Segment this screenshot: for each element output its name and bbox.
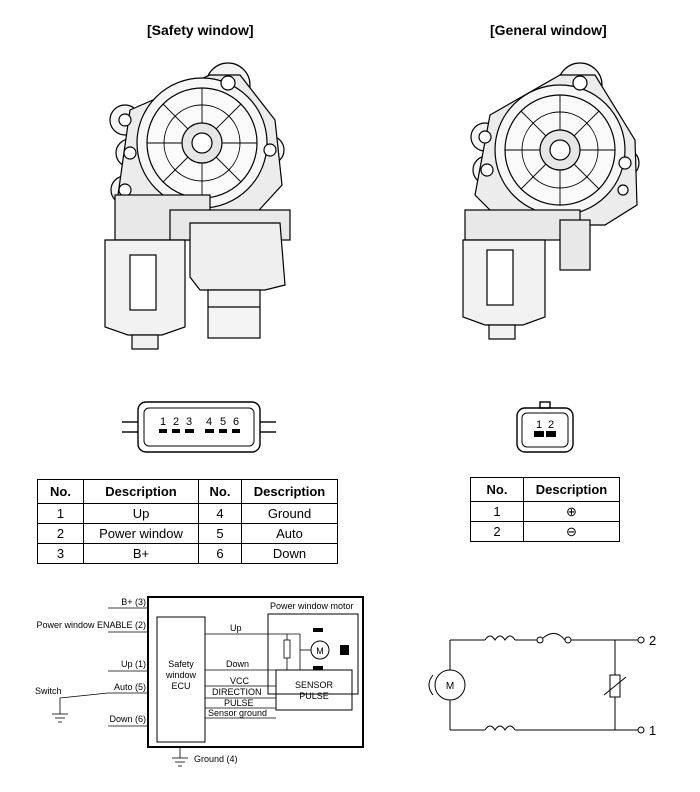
ecu-label-line: ECU <box>171 681 190 691</box>
column-header: No. <box>470 477 524 502</box>
table-row: 3 B+ 6 Down <box>37 543 338 564</box>
table-cell: 5 <box>198 523 242 544</box>
column-header: Description <box>523 477 620 502</box>
signal-label-direction: DIRECTION <box>212 687 262 697</box>
table-row: 2 Power window 5 Auto <box>37 523 338 544</box>
column-header: No. <box>37 479 84 504</box>
connector-pin-label: 2 <box>173 416 179 428</box>
connector-pin-label: 2 <box>548 419 554 431</box>
general-pin-table: No. Description 1 ⊕ 2 ⊖ <box>470 477 620 542</box>
signal-label-vcc: VCC <box>230 676 250 686</box>
table-cell: B+ <box>83 543 199 564</box>
sensor-label-line: PULSE <box>299 691 329 701</box>
terminal-label-1: 1 <box>649 723 656 738</box>
table-cell: 1 <box>37 503 84 524</box>
connector-pin-label: 1 <box>160 416 166 428</box>
input-label-auto: Auto (5) <box>114 682 146 692</box>
motor-symbol: M <box>446 681 454 692</box>
signal-label-up: Up <box>230 623 242 633</box>
table-cell: 3 <box>37 543 84 564</box>
connector-pin-label: 6 <box>233 416 239 428</box>
motor-box-title: Power window motor <box>270 601 354 611</box>
column-header: Description <box>241 479 338 504</box>
signal-label-down: Down <box>226 659 249 669</box>
table-cell: 2 <box>37 523 84 544</box>
motor-symbol: M <box>316 646 324 656</box>
safety-pin-table: No. Description No. Description 1 Up 4 G… <box>37 479 338 564</box>
safety-window-motor-illustration <box>104 62 291 350</box>
connector-pin-label: 1 <box>536 419 542 431</box>
ecu-label-line: window <box>165 670 197 680</box>
table-row: 2 ⊖ <box>470 521 620 542</box>
table-row: 1 Up 4 Ground <box>37 503 338 524</box>
general-connector-face: 1 2 <box>516 401 574 453</box>
signal-label-sensor-ground: Sensor ground <box>208 708 267 718</box>
signal-label-pulse: PULSE <box>224 698 254 708</box>
table-cell: Auto <box>241 523 338 544</box>
table-cell: Power window <box>83 523 199 544</box>
table-row: 1 ⊕ <box>470 501 620 522</box>
safety-connector-face: 1 2 3 4 5 6 <box>122 401 276 453</box>
table-cell: Up <box>83 503 199 524</box>
safety-window-title: [Safety window] <box>147 22 254 38</box>
input-label-ground: Ground (4) <box>194 754 238 764</box>
input-label-switch: Switch <box>35 686 62 696</box>
table-cell: 6 <box>198 543 242 564</box>
general-window-title: [General window] <box>490 22 607 38</box>
ecu-label-line: Safety <box>168 659 194 669</box>
input-label-enable: Power window ENABLE (2) <box>36 620 146 630</box>
column-header: No. <box>198 479 242 504</box>
input-label-down: Down (6) <box>109 714 146 724</box>
table-cell: 4 <box>198 503 242 524</box>
table-cell: Down <box>241 543 338 564</box>
safety-window-circuit-diagram: Power window motor B+ (3) Power window E… <box>35 596 364 767</box>
table-cell: 2 <box>470 521 524 542</box>
general-window-circuit-diagram: M 2 1 <box>428 633 656 738</box>
connector-pin-label: 4 <box>206 416 212 428</box>
input-label-up: Up (1) <box>121 659 146 669</box>
column-header: Description <box>83 479 199 504</box>
general-window-motor-illustration <box>462 62 640 340</box>
connector-pin-label: 3 <box>186 416 192 428</box>
table-header-row: No. Description <box>470 477 620 502</box>
table-cell: 1 <box>470 501 524 522</box>
input-label-bplus: B+ (3) <box>121 597 146 607</box>
table-cell: Ground <box>241 503 338 524</box>
sensor-label-line: SENSOR <box>295 680 334 690</box>
table-header-row: No. Description No. Description <box>37 479 338 504</box>
terminal-label-2: 2 <box>649 633 656 648</box>
table-cell: ⊕ <box>523 501 620 522</box>
connector-pin-label: 5 <box>220 416 226 428</box>
table-cell: ⊖ <box>523 521 620 542</box>
